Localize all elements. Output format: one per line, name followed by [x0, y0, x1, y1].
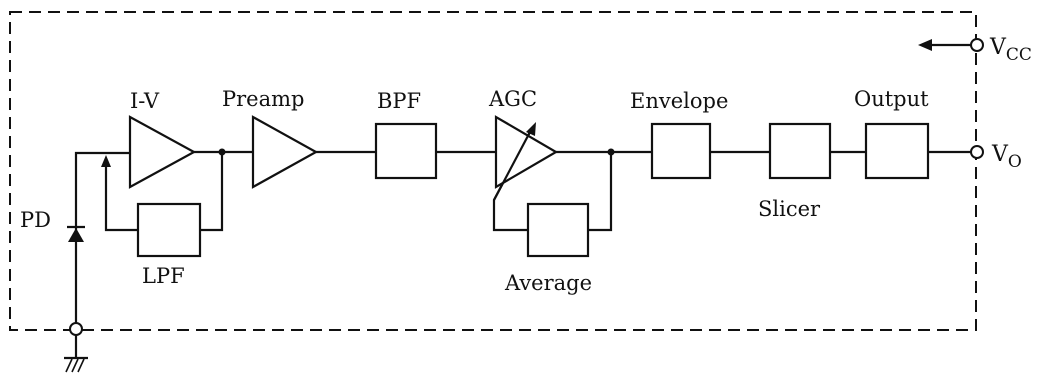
vcc-label-main: V	[989, 35, 1007, 60]
envelope-block	[650, 122, 712, 180]
agc-arrow-icon	[526, 122, 536, 136]
preamp-label: Preamp	[222, 87, 304, 111]
photodiode-icon	[67, 225, 85, 242]
vcc-label: VCC	[989, 35, 1032, 65]
junction-dot	[607, 148, 615, 156]
agc-amplifier	[494, 115, 559, 189]
vcc-label-sub: CC	[1006, 45, 1032, 65]
output-label: Output	[854, 87, 929, 111]
vo-terminal	[970, 145, 984, 159]
vo-label-sub: O	[1008, 152, 1022, 172]
bpf-label: BPF	[377, 89, 421, 113]
lpf-label: LPF	[142, 264, 185, 288]
agc-label: AGC	[488, 87, 537, 111]
vcc-arrow-icon	[918, 39, 932, 51]
iv-amplifier	[128, 115, 197, 189]
bpf-block	[374, 122, 438, 180]
vcc-terminal	[970, 38, 984, 52]
agc-control-line	[493, 131, 531, 201]
output-block	[864, 122, 930, 180]
lpf-block	[136, 202, 202, 258]
average-label: Average	[504, 271, 592, 295]
module-boundary	[9, 11, 977, 331]
vo-label-main: V	[991, 142, 1009, 167]
average-block	[526, 202, 590, 258]
vo-label: VO	[991, 142, 1022, 172]
pd-label: PD	[20, 208, 51, 232]
preamp-amplifier	[251, 115, 319, 189]
envelope-label: Envelope	[630, 89, 728, 113]
slicer-block	[768, 122, 832, 180]
junction-dot	[218, 148, 226, 156]
ground-terminal	[69, 322, 83, 336]
feedback-arrow-icon	[101, 155, 111, 167]
iv-label: I-V	[130, 89, 160, 113]
slicer-label: Slicer	[758, 197, 821, 221]
ground-icon	[64, 335, 88, 373]
